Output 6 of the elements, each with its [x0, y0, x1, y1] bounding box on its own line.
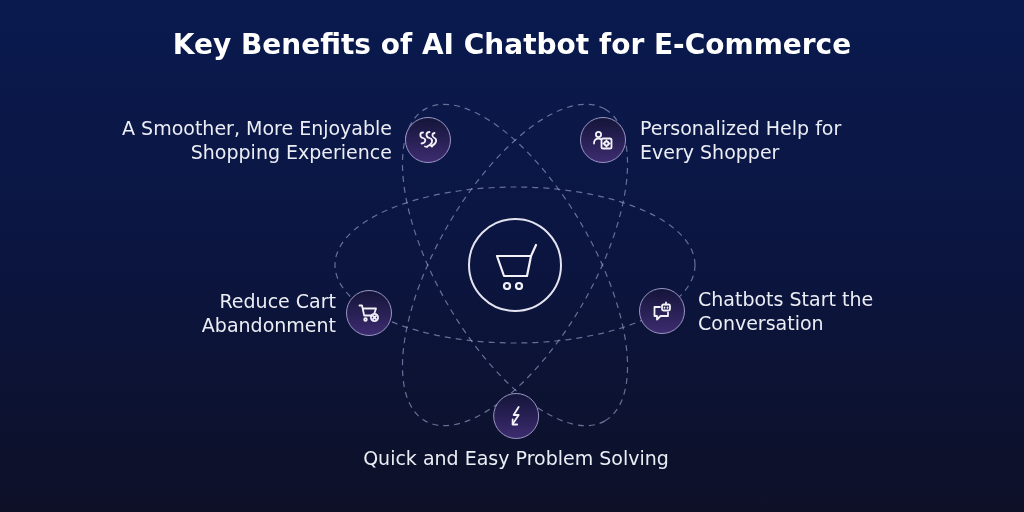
benefit-text: A Smoother, More Enjoyable Shopping Experience [121, 116, 392, 164]
benefit-text: Reduce Cart Abandonment [200, 289, 336, 337]
benefit-text: Quick and Easy Problem Solving [363, 446, 669, 470]
title: Key Benefits of AI Chatbot for E-Commerce [172, 27, 852, 63]
benefit-text: Chatbots Start the Conversation [698, 287, 875, 335]
benefit-text: Personalized Help for Every Shopper [640, 116, 843, 164]
